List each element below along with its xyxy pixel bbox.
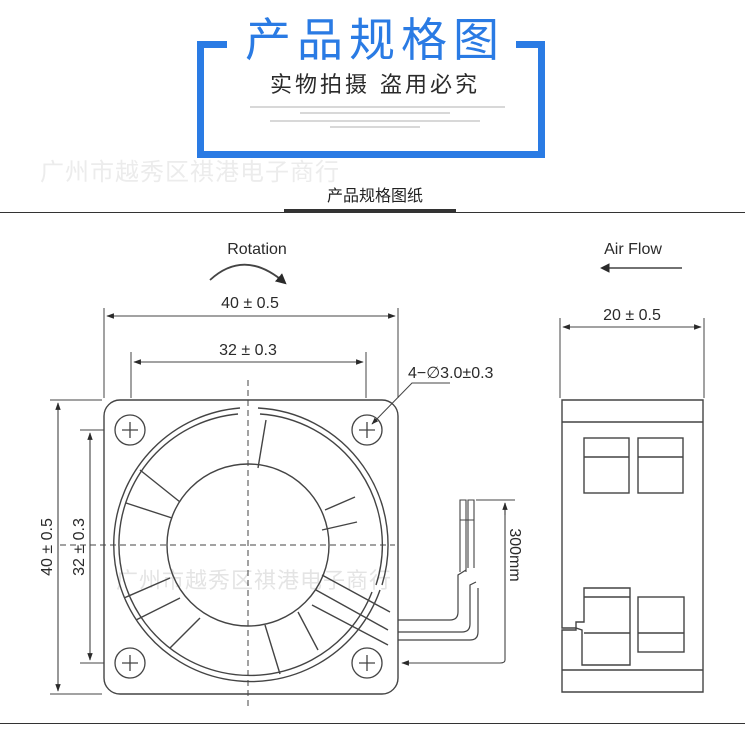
depth-label: 20 ± 0.5	[603, 307, 661, 324]
side-window	[637, 437, 684, 494]
lead-wire	[398, 569, 467, 621]
fine-print-line	[330, 126, 420, 128]
side-window	[575, 587, 631, 666]
lead-length-label: 300mm	[506, 528, 523, 581]
fan-outer-ring	[113, 407, 381, 683]
fan-outer-ring-inner	[118, 413, 373, 677]
mounting-hole	[114, 414, 146, 446]
section-label: 产品规格图纸	[326, 186, 423, 205]
page-title: 产品规格图	[245, 13, 505, 67]
fine-print-line	[270, 120, 480, 122]
side-window	[583, 437, 630, 494]
lead-channel	[311, 574, 391, 646]
section-underline	[284, 209, 456, 213]
rotation-arrow	[209, 263, 287, 285]
page-subtitle: 实物拍摄 盗用必究	[270, 73, 480, 98]
title-frame-right	[538, 41, 545, 158]
divider-bottom	[0, 723, 745, 724]
airflow-label: Air Flow	[604, 241, 662, 258]
lead-wire	[398, 588, 479, 641]
title-frame-top-left	[197, 41, 227, 48]
hole-leader-line	[371, 382, 450, 425]
width-hole-label: 32 ± 0.3	[219, 342, 277, 359]
fine-print-line	[250, 106, 505, 108]
watermark-text: 广州市越秀区祺港电子商行	[40, 158, 340, 186]
lead-wire	[398, 581, 477, 633]
title-frame-top-right	[516, 41, 545, 48]
width-outer-label: 40 ± 0.5	[221, 295, 279, 312]
height-outer-label: 40 ± 0.5	[39, 518, 56, 576]
mounting-hole	[351, 647, 383, 679]
height-hole-label: 32 ± 0.3	[71, 518, 88, 576]
fan-hub	[166, 463, 330, 627]
title-frame-left	[197, 41, 204, 158]
lead-wire-ends	[459, 499, 475, 572]
side-window	[637, 596, 685, 653]
fan-frame-outline	[103, 399, 399, 695]
lead-length-dimension	[401, 503, 506, 666]
mounting-hole	[351, 414, 383, 446]
title-frame-bottom	[197, 151, 545, 158]
fine-print-line	[300, 112, 450, 114]
side-view-outline	[561, 399, 704, 693]
fan-outer-ring-right	[257, 407, 389, 586]
mounting-hole-label: 4−∅3.0±0.3	[408, 365, 494, 382]
rotation-label: Rotation	[227, 241, 287, 258]
mounting-hole	[114, 647, 146, 679]
